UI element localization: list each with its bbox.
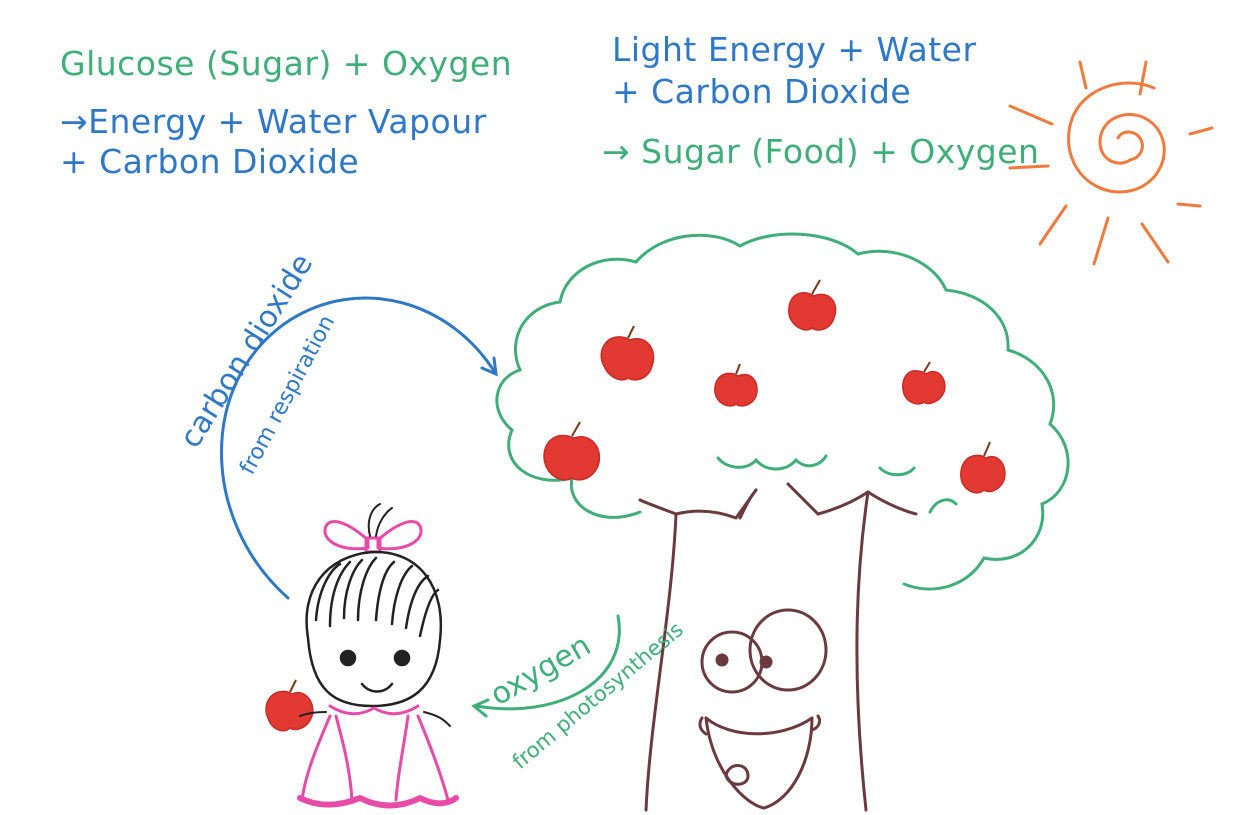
tree-trunk (640, 484, 916, 810)
apple-icon (715, 364, 757, 406)
girl-head (307, 552, 441, 706)
bow-icon (325, 522, 421, 552)
o2-sublabel: from photosynthesis (508, 617, 688, 774)
girl-dress (300, 706, 456, 806)
apple-icon (601, 326, 653, 380)
apple-icon (789, 280, 836, 330)
tree-face (700, 610, 826, 808)
apple-icon (961, 442, 1005, 493)
apple-icon (266, 680, 313, 731)
girl-figure (300, 504, 456, 806)
sun-icon (1010, 62, 1212, 264)
tree-canopy (497, 234, 1068, 589)
apple-icon (544, 422, 599, 480)
apple-icon (903, 362, 945, 404)
